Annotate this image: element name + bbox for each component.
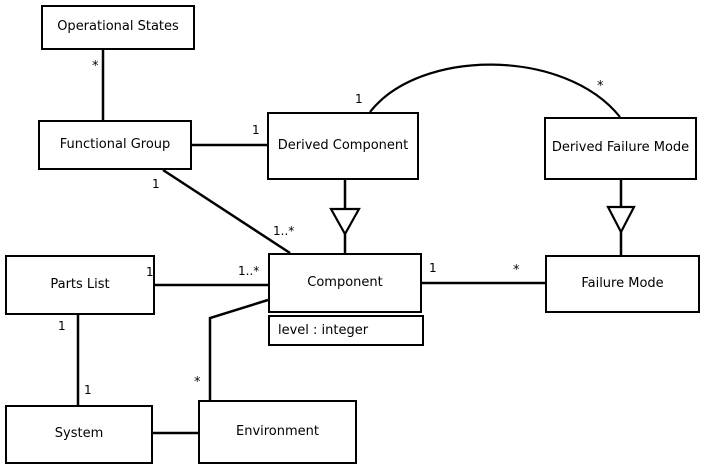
multiplicity-failure-mode-end: *	[513, 263, 520, 278]
class-functional-group[interactable]: Functional Group	[38, 120, 192, 170]
class-failure-mode[interactable]: Failure Mode	[545, 255, 700, 313]
multiplicity-component-diagonal-end: 1..*	[273, 224, 295, 238]
generalization-triangle-component	[329, 207, 361, 237]
class-name-functional-group: Functional Group	[59, 136, 171, 152]
class-system[interactable]: System	[5, 405, 153, 464]
class-name-system: System	[54, 426, 104, 442]
generalization-triangle-failure-mode	[606, 205, 636, 235]
multiplicity-arc-derived-failure-mode-end: *	[597, 79, 604, 94]
multiplicity-system-parts-list-end: 1	[84, 383, 92, 397]
class-name-component: Component	[307, 274, 383, 290]
multiplicity-parts-list-system-end: 1	[58, 319, 66, 333]
multiplicity-functional-group-derived-component: 1	[252, 123, 260, 137]
class-name-parts-list: Parts List	[50, 276, 110, 292]
class-derived-failure-mode[interactable]: Derived Failure Mode	[544, 117, 697, 180]
multiplicity-component-failure-mode-end: 1	[429, 261, 437, 275]
connector-environment-component	[208, 298, 269, 400]
class-operational-states[interactable]: Operational States	[41, 5, 195, 50]
multiplicity-operational-states-star: *	[92, 59, 99, 74]
connector-derived-component-derived-failure-mode	[369, 63, 621, 118]
class-parts-list[interactable]: Parts List	[5, 255, 155, 315]
multiplicity-arc-derived-component-end: 1	[355, 92, 363, 106]
multiplicity-functional-group-diagonal: 1	[152, 177, 160, 191]
class-environment[interactable]: Environment	[198, 400, 357, 464]
multiplicity-component-parts-list-end: 1..*	[238, 264, 260, 278]
connector-functional-group-component-diagonal	[162, 168, 291, 255]
class-name-derived-component: Derived Component	[277, 137, 409, 153]
class-component-attribute-level: level : integer	[268, 315, 424, 346]
multiplicity-environment-component-end: *	[194, 375, 201, 390]
class-name-operational-states: Operational States	[57, 19, 179, 35]
multiplicity-parts-list-component-end: 1	[146, 265, 154, 279]
class-derived-component[interactable]: Derived Component	[267, 112, 419, 180]
class-name-environment: Environment	[235, 423, 319, 439]
class-component[interactable]: Component	[268, 253, 422, 313]
class-name-derived-failure-mode: Derived Failure Mode	[551, 140, 690, 156]
class-name-failure-mode: Failure Mode	[581, 275, 664, 291]
